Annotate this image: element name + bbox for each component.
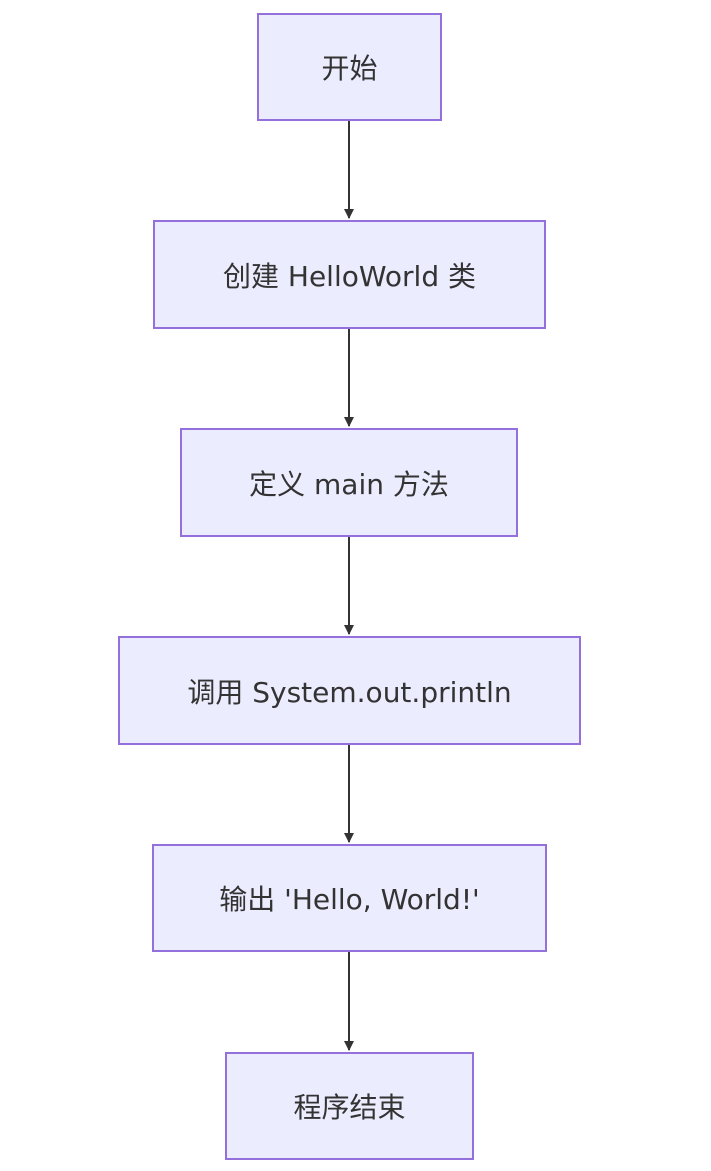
node-start-label: 开始	[321, 52, 378, 85]
node-define-main-label: 定义 main 方法	[249, 467, 449, 501]
node-end-label: 程序结束	[293, 1091, 406, 1124]
node-define-main: 定义 main 方法	[180, 428, 518, 537]
node-call-println-label: 调用 System.out.println	[187, 675, 512, 709]
node-start: 开始	[257, 13, 442, 121]
node-end: 程序结束	[225, 1052, 474, 1160]
node-output: 输出 'Hello, World!'	[152, 844, 547, 952]
node-create-class-label: 创建 HelloWorld 类	[222, 259, 476, 293]
node-output-label: 输出 'Hello, World!'	[219, 883, 480, 916]
node-call-println: 调用 System.out.println	[118, 636, 581, 745]
node-create-class: 创建 HelloWorld 类	[153, 220, 546, 329]
